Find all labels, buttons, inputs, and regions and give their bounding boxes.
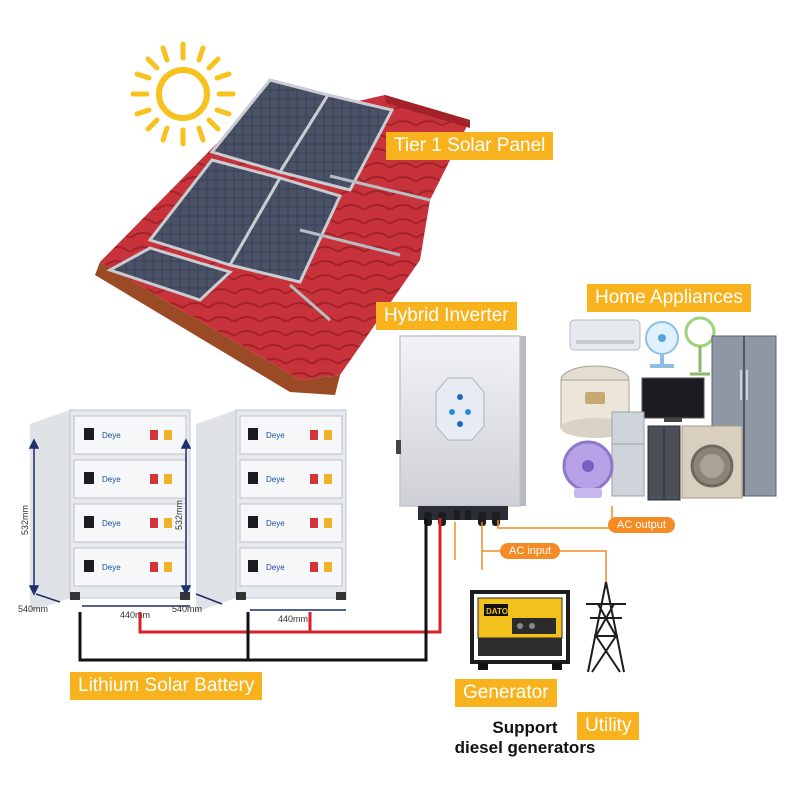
- ac-output-tag: AC output: [608, 517, 675, 533]
- hybrid-inverter: [396, 335, 526, 526]
- svg-text:Deye: Deye: [266, 431, 285, 440]
- desk-fan-icon: [645, 321, 679, 368]
- solar-panel-label: Tier 1 Solar Panel: [386, 132, 554, 160]
- dimension-markers: [28, 438, 346, 611]
- sun-icon: [130, 41, 236, 147]
- svg-text:Deye: Deye: [102, 563, 121, 572]
- generator-label: Generator: [455, 679, 557, 707]
- dim-height-left: 532mm: [20, 505, 30, 535]
- svg-text:DATO: DATO: [486, 607, 508, 616]
- caption-line-2: diesel generators: [454, 738, 596, 757]
- battery-stack-right: Deye Deye Deye Deye: [196, 409, 347, 612]
- black-fridge-icon: [647, 425, 681, 501]
- dim-height-right: 532mm: [174, 500, 184, 530]
- air-conditioner-icon: [569, 319, 641, 351]
- caption-line-1: Support: [492, 718, 558, 737]
- hybrid-inverter-label: Hybrid Inverter: [376, 302, 517, 330]
- dim-depth-right: 540mm: [172, 604, 202, 614]
- battery-wiring: [78, 518, 442, 662]
- utility-tower-icon: [586, 581, 626, 673]
- generator-support-caption: Support diesel generators: [430, 718, 620, 758]
- television-icon: [641, 377, 705, 422]
- battery-stack-left: Deye Deye Deye Deye: [30, 409, 191, 612]
- svg-text:Deye: Deye: [266, 519, 285, 528]
- tall-fridge-icon: [611, 411, 645, 497]
- svg-text:Deye: Deye: [266, 475, 285, 484]
- dim-width-left: 440mm: [120, 610, 150, 620]
- tabletop-fan-icon: [562, 440, 614, 498]
- washing-machine-icon: [681, 425, 743, 499]
- home-appliances-group: [560, 316, 777, 501]
- dim-width-right: 440mm: [278, 614, 308, 624]
- svg-text:Deye: Deye: [102, 519, 121, 528]
- lithium-battery-label: Lithium Solar Battery: [70, 672, 263, 700]
- svg-text:Deye: Deye: [102, 431, 121, 440]
- svg-text:Deye: Deye: [102, 475, 121, 484]
- dim-depth-left: 540mm: [18, 604, 48, 614]
- utility-label: Utility: [577, 712, 640, 740]
- generator-icon: DATO: [470, 590, 570, 670]
- home-appliances-label: Home Appliances: [587, 284, 751, 312]
- svg-text:Deye: Deye: [266, 563, 285, 572]
- ac-input-tag: AC input: [500, 543, 561, 559]
- standing-fan-icon: [684, 316, 716, 376]
- solar-panel-array: [106, 78, 431, 322]
